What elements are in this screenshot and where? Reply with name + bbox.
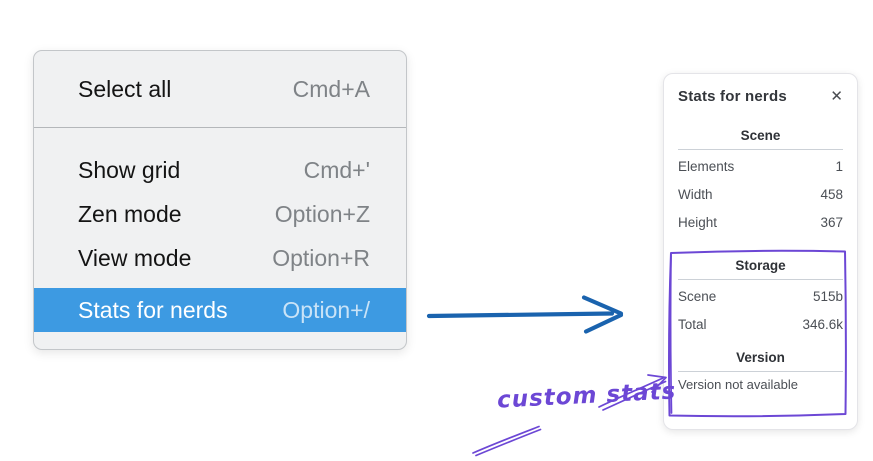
stat-label: Elements bbox=[678, 158, 735, 174]
section-heading-storage: Storage bbox=[735, 258, 786, 273]
menu-item-label: Zen mode bbox=[78, 200, 182, 227]
stat-row-scene-storage: Scene 515b bbox=[678, 282, 843, 310]
custom-stats-underline-stroke bbox=[472, 425, 542, 457]
custom-stats-label: custom stats bbox=[496, 378, 677, 414]
menu-item-shortcut: Cmd+' bbox=[303, 156, 370, 183]
menu-separator bbox=[34, 127, 406, 128]
stat-value: 458 bbox=[820, 186, 843, 202]
menu-item-view-mode[interactable]: View mode Option+R bbox=[34, 236, 406, 280]
version-note: Version not available bbox=[678, 377, 798, 392]
section-heading-scene: Scene bbox=[740, 128, 781, 143]
stats-panel: Stats for nerds ✕ Scene Elements 1 Width… bbox=[663, 73, 858, 430]
menu-item-label: Stats for nerds bbox=[78, 296, 228, 323]
stat-row-total-storage: Total 346.6k bbox=[678, 310, 843, 338]
menu-item-label: Show grid bbox=[78, 156, 181, 183]
menu-item-select-all[interactable]: Select all Cmd+A bbox=[34, 51, 406, 127]
context-menu: Select all Cmd+A Show grid Cmd+' Zen mod… bbox=[33, 50, 407, 350]
flow-arrow-icon bbox=[426, 295, 624, 334]
menu-item-shortcut: Option+R bbox=[272, 244, 370, 271]
menu-item-show-grid[interactable]: Show grid Cmd+' bbox=[34, 148, 406, 192]
stat-row-elements: Elements 1 bbox=[678, 152, 843, 180]
menu-item-shortcut: Option+Z bbox=[274, 200, 370, 227]
menu-group: Show grid Cmd+' Zen mode Option+Z View m… bbox=[34, 128, 406, 332]
stat-value: 367 bbox=[820, 214, 843, 230]
menu-item-label: View mode bbox=[78, 244, 192, 271]
stat-row-height: Height 367 bbox=[678, 208, 843, 236]
menu-item-stats-for-nerds[interactable]: Stats for nerds Option+/ bbox=[34, 288, 406, 332]
stat-value: 515b bbox=[812, 288, 843, 304]
menu-item-shortcut: Cmd+A bbox=[292, 75, 370, 102]
divider bbox=[678, 371, 843, 372]
divider bbox=[678, 149, 843, 150]
stat-label: Total bbox=[678, 316, 707, 332]
stat-label: Height bbox=[678, 214, 718, 230]
stat-value: 346.6k bbox=[802, 316, 843, 332]
close-icon[interactable]: ✕ bbox=[830, 87, 843, 105]
section-heading-version: Version bbox=[736, 350, 785, 365]
stat-label: Scene bbox=[678, 288, 717, 304]
menu-item-zen-mode[interactable]: Zen mode Option+Z bbox=[34, 192, 406, 236]
stats-panel-header: Stats for nerds ✕ bbox=[678, 86, 843, 106]
menu-item-label: Select all bbox=[78, 75, 172, 102]
menu-item-shortcut: Option+/ bbox=[282, 296, 370, 323]
divider bbox=[678, 279, 843, 280]
stats-panel-title: Stats for nerds bbox=[678, 87, 787, 105]
stat-value: 1 bbox=[835, 158, 843, 174]
stat-label: Width bbox=[678, 186, 713, 202]
stat-row-width: Width 458 bbox=[678, 180, 843, 208]
